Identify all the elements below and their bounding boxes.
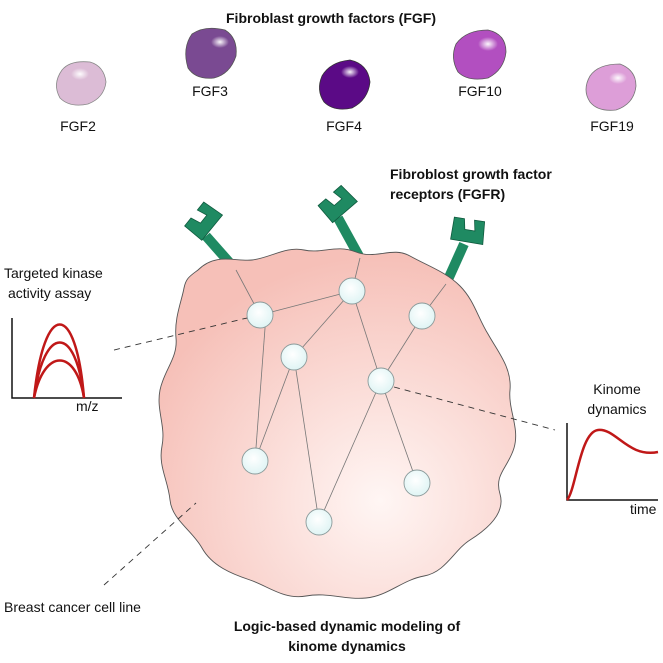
ligand-label-fgf10: FGF10 [458,83,502,99]
ligand-label-fgf3: FGF3 [192,83,228,99]
ligand-label-fgf2: FGF2 [60,118,96,134]
dynamics-plot [565,423,659,501]
network-node [408,302,436,330]
dynamics-axis-label: time [630,501,657,517]
receptor-label-line2: receptors (FGFR) [390,186,506,202]
network-nodes [241,277,436,536]
ligand-fgf19-shape [585,63,637,111]
assay-label-line2: activity assay [8,285,92,301]
receptor-2 [317,184,365,261]
receptor-3 [441,216,486,287]
bottom-title-line2: kinome dynamics [288,638,406,654]
ligand-fgf2-shape [56,61,107,106]
network-node [241,447,269,475]
ligand-label-fgf19: FGF19 [590,118,634,134]
cell-body [158,248,517,599]
cell-line-label: Breast cancer cell line [4,599,141,615]
network-node [338,277,366,305]
network-node [305,508,333,536]
dynamics-label-line2: dynamics [587,401,647,417]
network-node [403,469,431,497]
assay-plot [11,318,122,399]
ligand-fgf3-shape [185,27,237,79]
ligand-label-fgf4: FGF4 [326,118,362,134]
network-node [246,301,274,329]
assay-label-line1: Targeted kinase [4,265,103,281]
network-node [367,367,395,395]
page-title: Fibroblast growth factors (FGF) [226,10,436,26]
dashed-connectors [103,317,556,586]
network-edges [235,257,447,523]
ligand-fgf10-shape [453,29,507,80]
assay-axis-label: m/z [76,398,99,414]
ligand-fgf4-shape [319,59,371,110]
network-node [280,343,308,371]
bottom-title-line1: Logic-based dynamic modeling of [233,618,461,634]
receptor-label-line1: Fibroblost growth factor [390,166,552,182]
dynamics-label-line1: Kinome [593,381,641,397]
